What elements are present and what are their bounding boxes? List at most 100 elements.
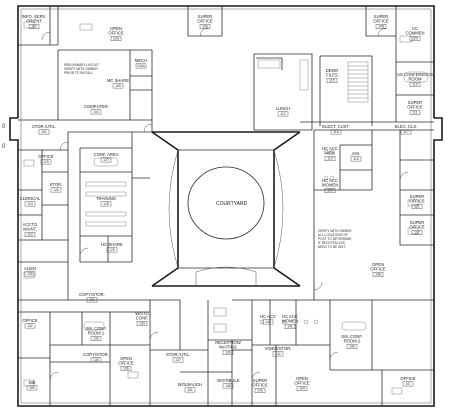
- room-number: 133: [93, 337, 99, 341]
- room-number-box: [24, 232, 36, 237]
- room-number-box: [24, 271, 36, 277]
- room-number: 136: [123, 367, 129, 371]
- room-name: OFFICE: [409, 199, 425, 204]
- room-name: SUPER: [198, 14, 212, 19]
- doors: [41, 27, 409, 381]
- room-name: COPY/STOR.: [79, 292, 105, 297]
- room-number: 134: [139, 322, 145, 326]
- room-name: ROOM 1: [88, 331, 105, 336]
- room-name: OFFICE: [38, 154, 54, 159]
- room-name: MAINT.: [23, 227, 37, 232]
- room-number: 140: [265, 320, 271, 324]
- room-name: ELEC. CLS.: [395, 124, 418, 129]
- room-number: 138: [225, 384, 231, 388]
- furniture: [23, 21, 429, 395]
- room-name: OFFICE: [294, 381, 310, 386]
- room-name: TRAINING: [96, 196, 116, 201]
- room-name: SUPER: [410, 220, 424, 225]
- room-number: 121: [414, 205, 420, 209]
- room-name: INFO. SERV.: [22, 14, 46, 19]
- room-name: WAITG: [135, 311, 149, 316]
- room-name: SM. CONF.: [85, 326, 106, 331]
- room-elect-cls: ELEC. CLS.117: [395, 124, 418, 135]
- room-number: 141: [287, 325, 293, 329]
- room-name: DEMO: [326, 68, 339, 73]
- east-note-line-4: IF RECEPTACLES: [318, 241, 345, 245]
- room-name: ROOM 2: [344, 339, 361, 344]
- room-name: WOLBAUGH: [178, 382, 202, 387]
- room-number: 110: [412, 83, 418, 87]
- room-number: 151: [187, 388, 193, 392]
- room-number-box: [284, 324, 296, 329]
- room-number-box: [409, 36, 421, 41]
- room-number-box: [112, 83, 124, 89]
- room-number: 116: [333, 130, 339, 134]
- room-name: CONF. AREA: [94, 152, 119, 157]
- room-number-box: [402, 381, 414, 387]
- room-number: 117: [403, 130, 409, 134]
- room-number-box: [172, 357, 184, 363]
- room-name: OPEN: [110, 26, 122, 31]
- room-name: JAN.: [351, 151, 360, 156]
- room-number-box: [40, 159, 52, 165]
- room-video-stor: VIDEO/STOR.142: [265, 346, 292, 357]
- room-number: 148: [375, 273, 381, 277]
- room-number-box: [296, 386, 308, 391]
- room-number: 129: [109, 248, 115, 252]
- room-number-box: [272, 351, 284, 357]
- room-number-box: [136, 321, 148, 326]
- edge-mark-2: 0: [2, 144, 6, 150]
- room-name: SM. CONF.: [341, 334, 362, 339]
- room-number-box: [24, 201, 36, 207]
- room-number: 105A: [137, 64, 146, 68]
- room-number: 101: [41, 130, 47, 134]
- room-number-box: [100, 201, 112, 207]
- stairs: [347, 61, 369, 103]
- room-number: 127: [103, 158, 109, 162]
- room-name: HC ACC: [260, 314, 276, 319]
- courtyard-planter: [187, 166, 265, 240]
- room-number: 123: [27, 233, 33, 237]
- room-number-box: [106, 247, 118, 253]
- room-name: MC SHARE: [107, 78, 129, 83]
- room-number-box: [120, 366, 132, 371]
- room-name: VIDEO/STOR.: [265, 346, 292, 351]
- room-name: STOR./UTIL.: [166, 352, 190, 357]
- room-name: FILES: [326, 73, 338, 78]
- room-number: 104: [93, 110, 99, 114]
- room-number-box: [372, 272, 384, 277]
- room-name: OFFICE: [370, 267, 386, 272]
- room-number-box: [110, 36, 122, 41]
- room-number-box: [222, 350, 234, 355]
- room-name: LUNCH: [276, 106, 290, 111]
- computer-note-line-1: PRELIMINARY LAYOUT: [64, 63, 99, 67]
- room-number-box: [38, 129, 50, 135]
- room-name: ACCTG: [23, 222, 38, 227]
- room-name: SUPER: [374, 14, 388, 19]
- room-copy-stor-s: COPY/STOR.135: [83, 352, 109, 363]
- room-name: VESTIBULE: [216, 378, 239, 383]
- room-number: 112: [280, 112, 286, 116]
- room-name: HC ACC: [282, 314, 298, 319]
